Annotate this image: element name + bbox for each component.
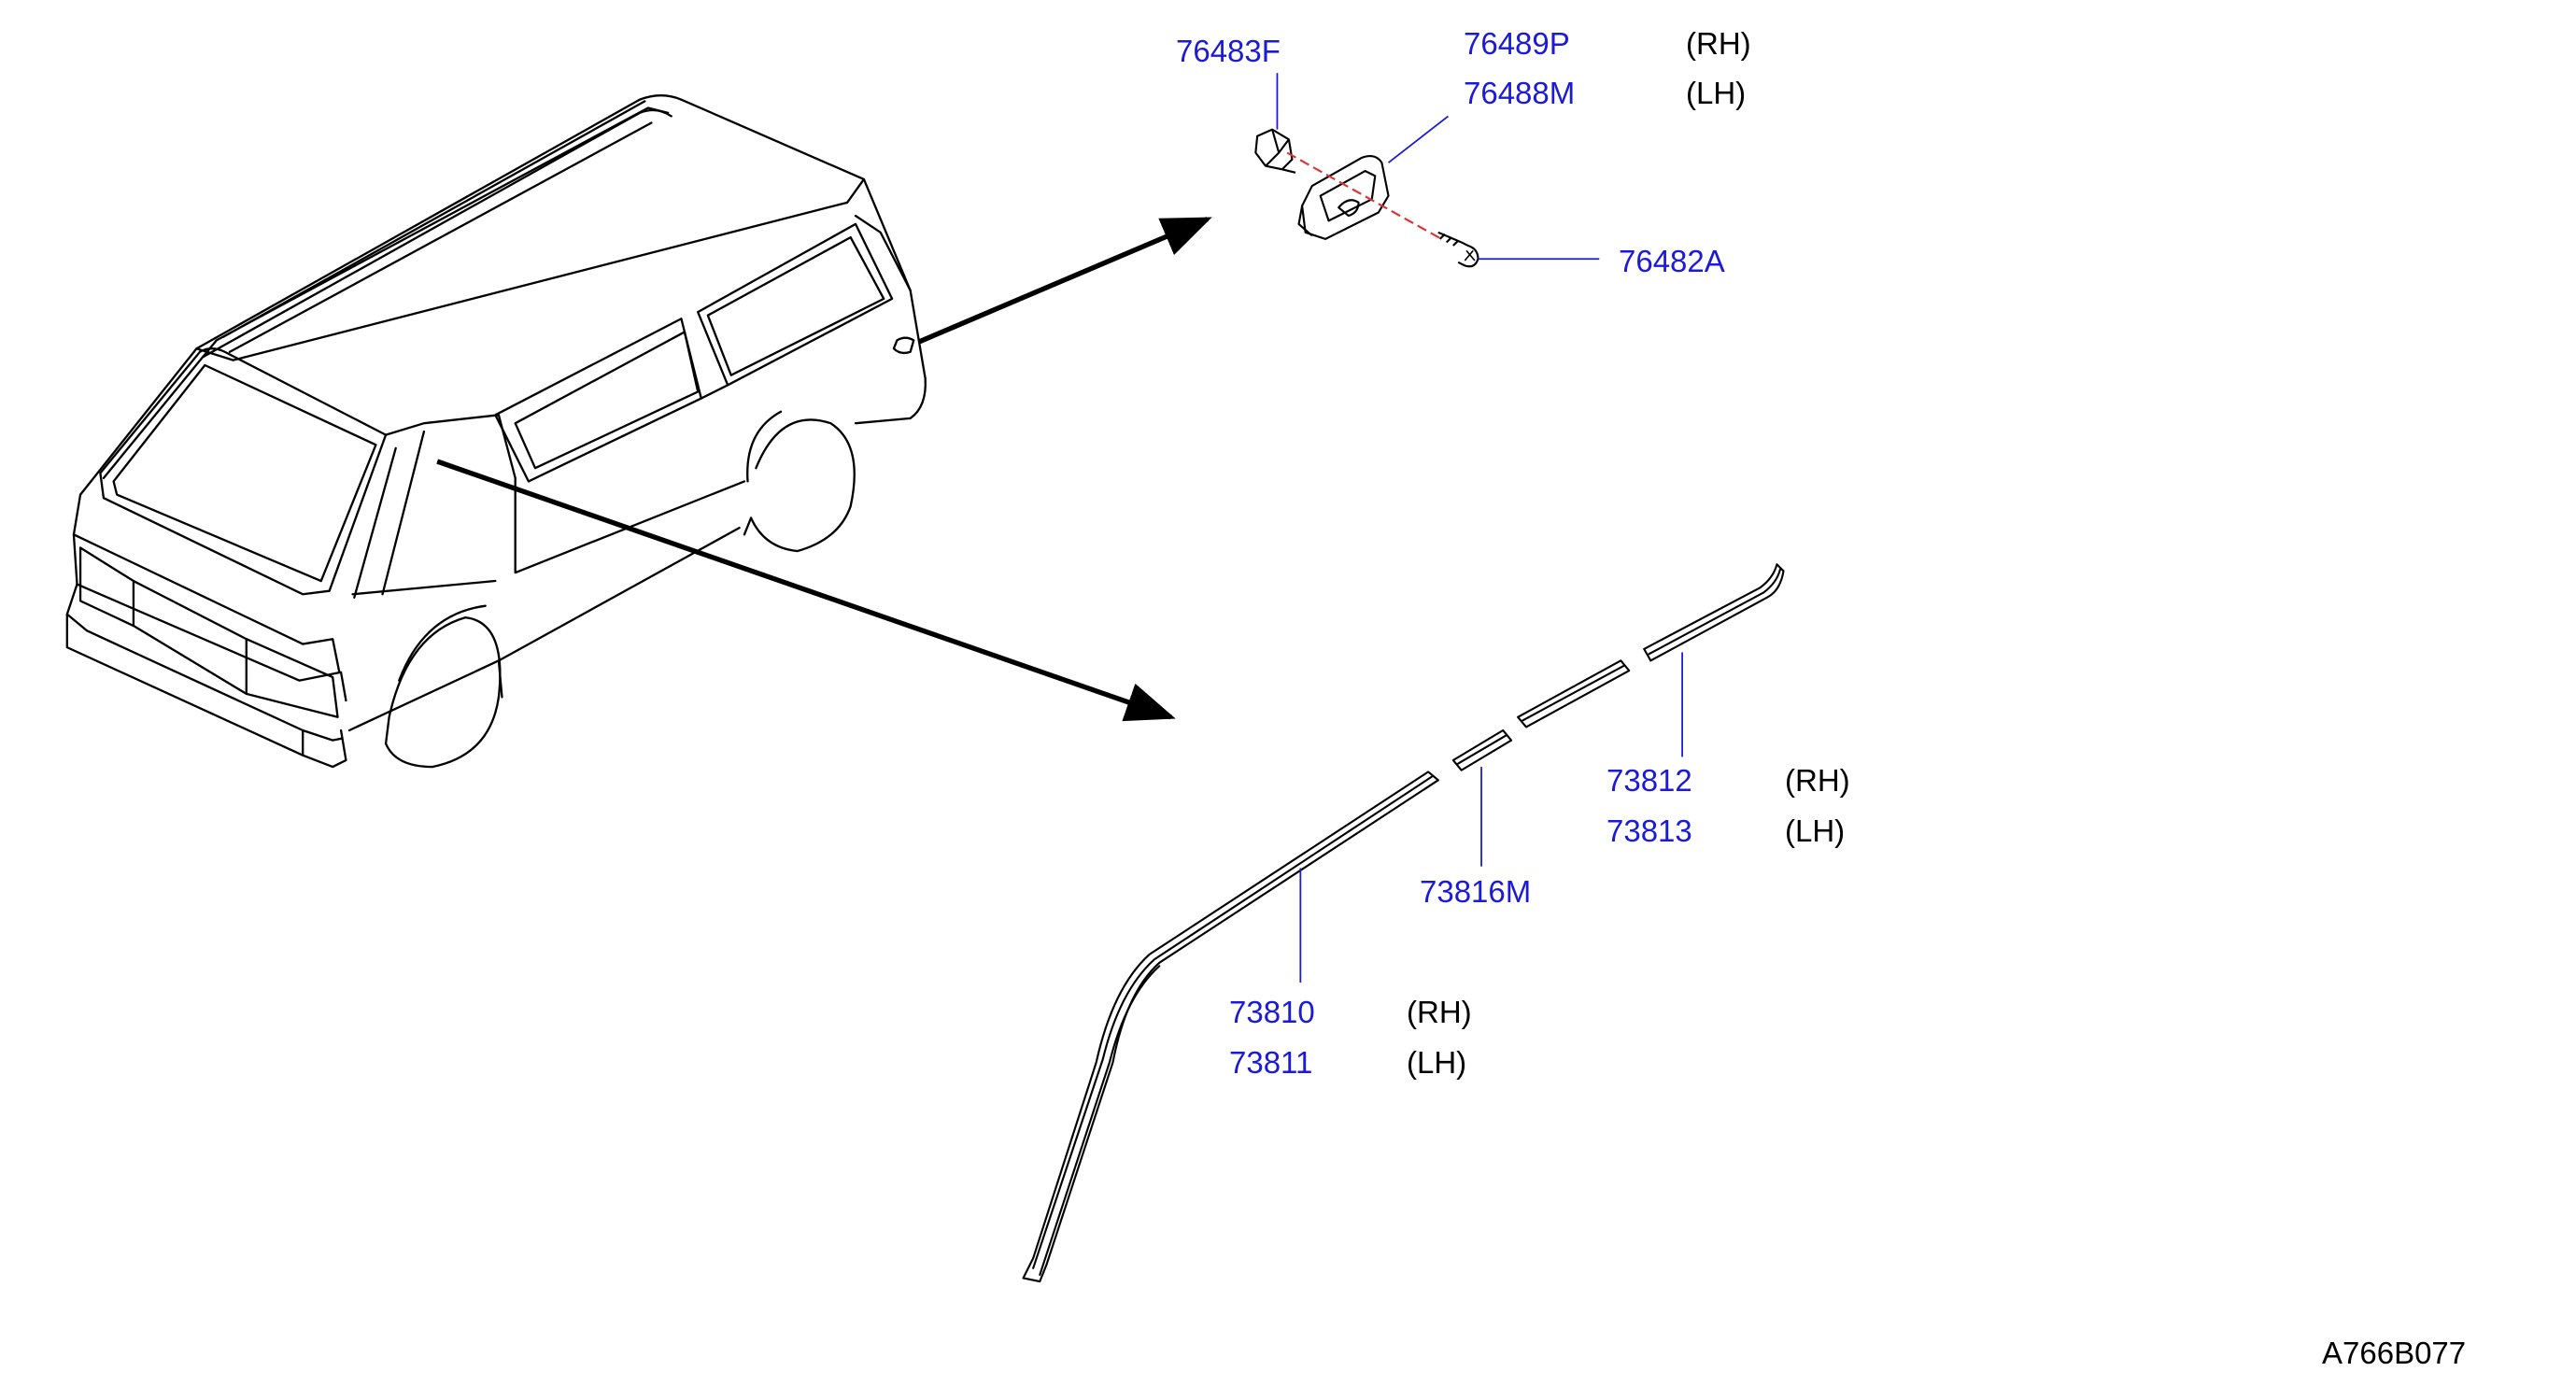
side-label-rh-76489P: (RH) (1686, 26, 1751, 61)
van-illustration (65, 94, 927, 769)
arrow-to-bracket (917, 217, 1212, 345)
part-number-73813[interactable]: 73813 (1606, 813, 1692, 848)
part-number-73816M[interactable]: 73816M (1420, 874, 1532, 909)
side-label-rh-73812: (RH) (1785, 763, 1850, 798)
part-number-76482A[interactable]: 76482A (1619, 244, 1725, 278)
part-number-76488M[interactable]: 76488M (1464, 76, 1576, 110)
clip-part-76483F (1254, 128, 1296, 174)
rear-molding-73812 (1643, 563, 1785, 662)
part-number-73811[interactable]: 73811 (1229, 1045, 1313, 1080)
side-label-rh-73810: (RH) (1407, 995, 1472, 1029)
part-number-76489P[interactable]: 76489P (1464, 26, 1570, 61)
side-label-lh-73811: (LH) (1407, 1045, 1467, 1080)
arrow-to-moldings (436, 459, 1176, 722)
mid-molding (1517, 659, 1631, 728)
side-label-lh-76488M: (LH) (1686, 76, 1747, 110)
diagram-code: A766B077 (2322, 1336, 2467, 1370)
molding-assembly (1022, 563, 1785, 1283)
part-number-76483F[interactable]: 76483F (1176, 34, 1281, 68)
front-molding-73810 (1022, 771, 1439, 1283)
part-number-73810[interactable]: 73810 (1229, 995, 1315, 1029)
bracket-part-76489P (1297, 155, 1390, 240)
part-number-73812[interactable]: 73812 (1606, 763, 1692, 798)
leader-lines-bracket (1276, 73, 1600, 261)
leader-lines-moldings (1299, 652, 1683, 983)
joint-molding-73816M (1451, 728, 1513, 771)
screw-part-76482A (1437, 231, 1479, 268)
assembly-center-line (1286, 151, 1442, 240)
side-label-lh-73813: (LH) (1785, 813, 1846, 848)
